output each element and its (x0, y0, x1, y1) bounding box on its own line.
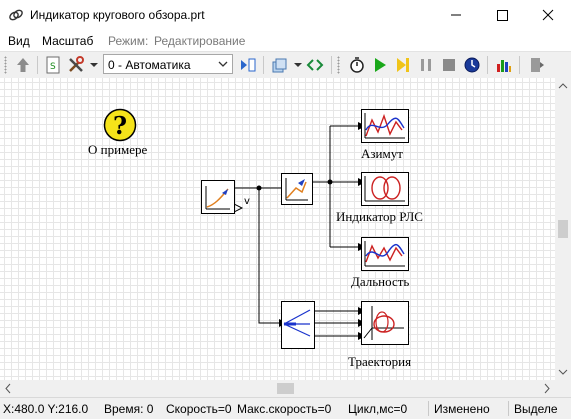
link-code-icon[interactable] (305, 55, 325, 75)
status-coords: X:480.0 Y:216.0 (3, 402, 89, 416)
radar-label: Индикатор РЛС (336, 209, 423, 224)
connections-layer (235, 122, 366, 340)
exit-icon[interactable] (527, 55, 547, 75)
scroll-right-icon[interactable] (538, 380, 555, 397)
trajectory-plot-block[interactable] (361, 301, 409, 345)
signal-source-icon (205, 186, 230, 210)
scroll-down-icon[interactable] (555, 364, 571, 380)
svg-text:?: ? (113, 111, 127, 140)
menu-view[interactable]: Вид (8, 34, 30, 48)
toolbar-separator (519, 56, 520, 74)
scroll-corner (555, 380, 571, 397)
title-bar: Индикатор кругового обзора.prt (0, 0, 571, 30)
tools-icon[interactable] (66, 55, 86, 75)
stop-icon[interactable] (439, 55, 459, 75)
toolbar-separator (331, 56, 332, 74)
scroll-left-icon[interactable] (0, 380, 17, 397)
chevron-down-icon[interactable] (216, 58, 230, 70)
status-separator (428, 401, 429, 416)
app-logo-icon (9, 9, 23, 21)
toolbar-separator (487, 56, 488, 74)
mode-select-value: 0 - Автоматика (108, 58, 191, 72)
status-max-speed: Макс.скорость=0 (237, 402, 332, 416)
toolbar-grip[interactable] (4, 56, 7, 74)
status-cycle: Цикл,мс=0 (348, 402, 408, 416)
toolbar-grip[interactable] (337, 56, 340, 74)
minimize-button[interactable] (433, 0, 479, 30)
splitter-block[interactable] (281, 301, 315, 349)
toolbar-separator (37, 56, 38, 74)
chevron-down-icon[interactable] (292, 55, 304, 75)
plot-icon (364, 241, 405, 267)
trajectory-label: Траектория (348, 354, 412, 369)
converter-icon (285, 178, 308, 201)
radar-plot-icon (364, 176, 405, 202)
menu-bar: Вид Масштаб Режим: Редактирование (0, 31, 571, 51)
horizontal-scroll-thumb[interactable] (277, 383, 294, 394)
run-play-icon[interactable] (370, 55, 390, 75)
status-speed: Скорость=0 (166, 402, 232, 416)
scroll-up-icon[interactable] (555, 78, 571, 94)
converter-block[interactable] (281, 173, 313, 205)
range-plot-block[interactable] (361, 237, 409, 271)
radar-indicator-block[interactable] (361, 172, 409, 206)
mode-label: Режим: (108, 34, 149, 48)
window-title: Индикатор кругового обзора.prt (30, 8, 205, 22)
help-label: О примере (88, 142, 148, 157)
menu-scale[interactable]: Масштаб (42, 34, 94, 48)
plot-icon (364, 113, 405, 139)
toolbar: S 0 - Автоматика (0, 51, 571, 79)
stopwatch-icon[interactable] (347, 55, 367, 75)
close-button[interactable] (525, 0, 571, 30)
horizontal-scrollbar[interactable] (0, 380, 555, 397)
range-label: Дальность (351, 274, 410, 289)
step-forward-icon[interactable] (393, 55, 413, 75)
svg-text:S: S (50, 62, 56, 72)
source-port-arrow (233, 201, 244, 213)
vertical-scrollbar[interactable] (555, 78, 571, 380)
bar-chart-icon[interactable] (494, 55, 514, 75)
mode-value: Редактирование (154, 34, 246, 48)
mode-select[interactable]: 0 - Автоматика (103, 54, 233, 74)
toolbar-separator (263, 56, 264, 74)
status-state: Изменено (434, 402, 490, 416)
status-bar: X:480.0 Y:216.0 Время: 0 Скорость=0 Макс… (0, 397, 571, 419)
source-block[interactable] (201, 180, 235, 214)
azimuth-plot-block[interactable] (361, 109, 409, 143)
up-arrow-icon[interactable] (13, 55, 33, 75)
azimuth-label: Азимут (361, 146, 403, 161)
layers-icon[interactable] (270, 55, 290, 75)
help-question-icon[interactable]: ? (103, 108, 137, 142)
vertical-scroll-thumb[interactable] (558, 220, 568, 238)
source-port-label: v (244, 196, 250, 207)
step-into-icon[interactable] (238, 55, 258, 75)
script-document-icon[interactable]: S (43, 55, 63, 75)
pause-icon[interactable] (416, 55, 436, 75)
status-selection: Выделе (514, 402, 558, 416)
chevron-down-icon[interactable] (88, 55, 100, 75)
trajectory-3d-icon (363, 306, 404, 340)
status-separator (508, 401, 509, 416)
status-time: Время: 0 (104, 402, 154, 416)
splitter-icon (283, 309, 311, 337)
clock-icon[interactable] (462, 55, 482, 75)
maximize-button[interactable] (479, 0, 525, 30)
diagram-canvas[interactable]: ? О примере v Азимут (0, 78, 555, 380)
